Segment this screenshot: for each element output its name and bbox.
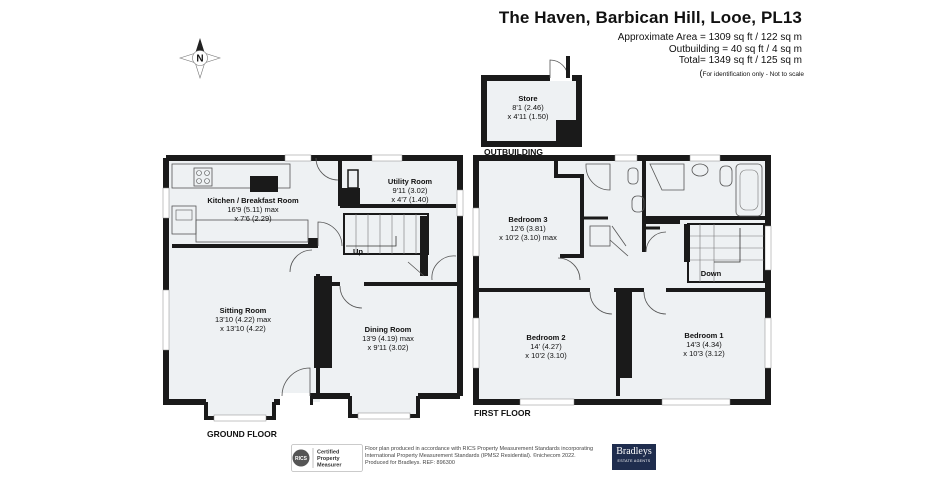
identification-paren: ( [699,68,703,78]
room-name-utility: Utility Room [388,177,432,186]
rics-line-2: Property [317,456,341,462]
compass-icon: N [178,38,222,80]
room-dim-bedroom2-1: 14' (4.27) [530,342,562,351]
approximate-area: Approximate Area = 1309 sq ft / 122 sq m [617,32,802,43]
outbuilding-area: Outbuilding = 40 sq ft / 4 sq m [668,43,802,55]
rics-line-3: Measurer [317,463,342,469]
room-name-store: Store [518,94,537,103]
ground-floor-plan [162,154,464,422]
room-name-bedroom1: Bedroom 1 [684,331,723,340]
rics-mark: RICS [295,456,308,462]
room-name-bedroom2: Bedroom 2 [526,333,565,342]
floor-label-ground: GROUND FLOOR [207,429,277,439]
bradleys-logo: Bradleys ESTATE AGENTS [612,444,656,470]
room-dim-dining-2: x 9'11 (3.02) [368,343,409,352]
footer-line-2: International Property Measurement Stand… [365,453,576,459]
room-dim-store-1: 8'1 (2.46) [512,103,544,112]
brand-name: Bradleys [616,446,652,457]
stair-up-label: Up [353,247,363,256]
room-dim-bedroom2-2: x 10'2 (3.10) [525,351,567,360]
outbuilding-plan: Store 8'1 (2.46) x 4'11 (1.50) [481,56,582,147]
compass-north-label: N [196,54,203,65]
plan-title: The Haven, Barbican Hill, Looe, PL13 [498,8,802,27]
footer-line-1: Floor plan produced in accordance with R… [365,446,594,452]
room-dim-kitchen-1: 16'9 (5.11) max [227,205,279,214]
room-dim-sitting-2: x 13'10 (4.22) [220,324,266,333]
room-dim-utility-1: 9'11 (3.02) [392,186,428,195]
total-area: Total= 1349 sq ft / 125 sq m [678,55,802,66]
room-dim-kitchen-2: x 7'6 (2.29) [234,214,272,223]
room-dim-bedroom1-1: 14'3 (4.34) [686,340,722,349]
floor-label-first: FIRST FLOOR [474,408,531,418]
room-name-kitchen: Kitchen / Breakfast Room [207,196,299,205]
room-dim-dining-1: 13'9 (4.19) max [362,334,414,343]
floor-label-outbuilding: OUTBUILDING [484,147,543,157]
room-dim-bedroom1-2: x 10'3 (3.12) [683,349,725,358]
room-name-dining: Dining Room [365,325,412,334]
rics-certified-badge: RICS Certified Property Measurer [291,444,363,472]
room-dim-bedroom3-2: x 10'2 (3.10) max [499,233,557,242]
rics-line-1: Certified [317,450,339,456]
room-dim-sitting-1: 13'10 (4.22) max [215,315,271,324]
identification-note: (For identification only - Not to scale [699,68,804,78]
room-dim-utility-2: x 4'7 (1.40) [391,195,429,204]
footer-notes: Floor plan produced in accordance with R… [365,446,615,467]
room-name-sitting: Sitting Room [220,306,267,315]
stair-down-label: Down [701,269,722,278]
room-dim-bedroom3-1: 12'6 (3.81) [510,224,546,233]
identification-text: For identification only - Not to scale [702,71,804,78]
brand-tagline: ESTATE AGENTS [617,459,651,463]
room-dim-store-2: x 4'11 (1.50) [508,112,549,121]
first-floor-plan [472,154,772,406]
room-name-bedroom3: Bedroom 3 [508,215,547,224]
footer-line-3: Produced for Bradleys. REF: 896300 [365,460,455,466]
